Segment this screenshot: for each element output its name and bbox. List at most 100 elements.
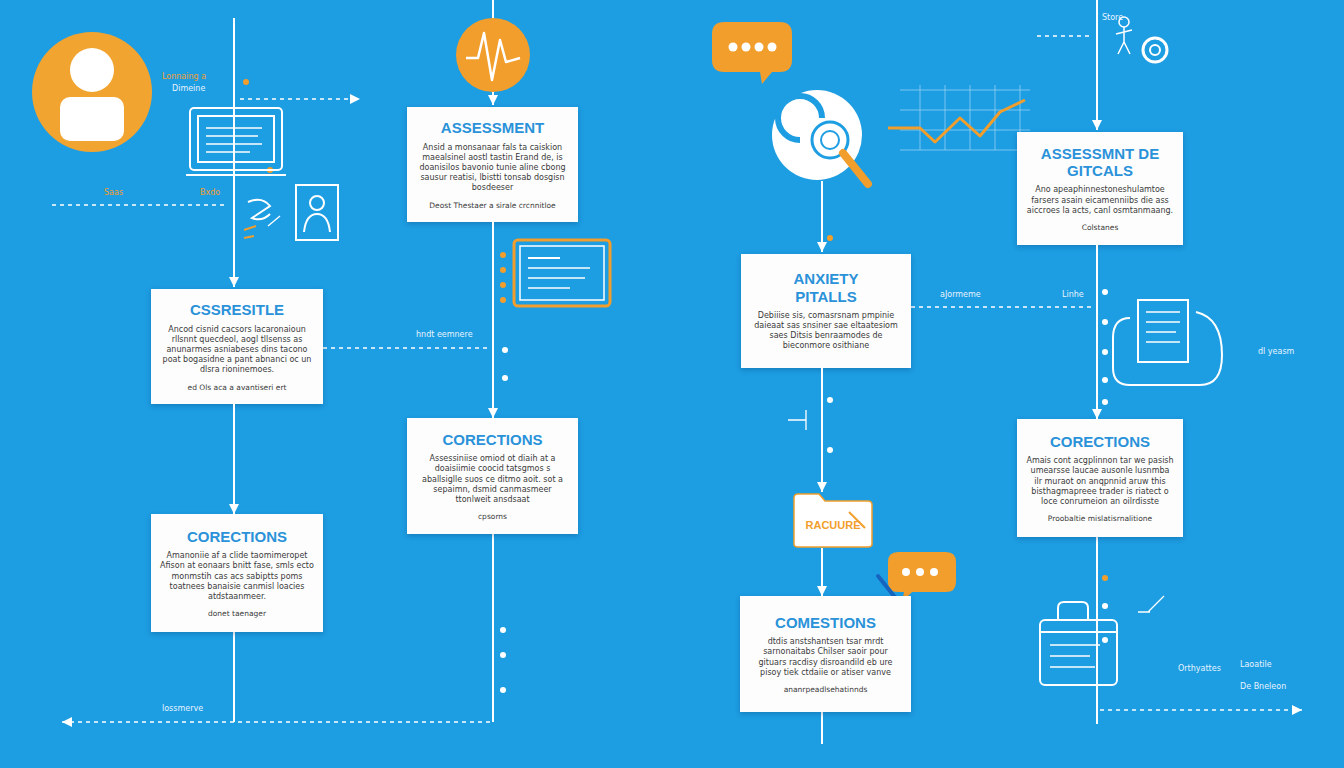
pulse-icon xyxy=(456,18,530,92)
card-icon xyxy=(528,267,590,269)
bracket-mark xyxy=(1138,596,1164,612)
white-dot xyxy=(1102,377,1108,383)
white-dot xyxy=(1102,289,1108,295)
box-footer: cpsorns xyxy=(478,512,507,521)
person-card-icon xyxy=(244,185,338,240)
box-footer: ed Ols aca a avantiseri ert xyxy=(188,383,287,392)
annotation-label: hndt eemnere xyxy=(416,330,473,339)
folder-label: RACUURE xyxy=(806,519,861,531)
line-chart-icon xyxy=(900,90,1030,91)
flow-line xyxy=(492,0,494,18)
speech-bubble-icon xyxy=(902,568,910,576)
window-icon xyxy=(1058,602,1088,620)
laptop-icon xyxy=(206,135,258,137)
line-chart-icon xyxy=(900,85,1030,150)
speech-bubble-icon xyxy=(888,552,956,602)
window-icon xyxy=(1040,631,1117,633)
box-title: COMESTIONS xyxy=(775,614,876,631)
person-icon xyxy=(1150,45,1160,55)
process-box: CORECTIONS Assessiniise omiod ot diaih at… xyxy=(407,418,578,534)
line-chart-icon xyxy=(970,85,971,150)
white-dot xyxy=(500,687,506,693)
box-title: CSSRESITLE xyxy=(190,301,284,318)
bracket-mark xyxy=(268,216,280,226)
document-icon xyxy=(1113,300,1222,385)
orange-dot xyxy=(1102,575,1108,581)
box-title: ANXIETY PITALLS xyxy=(776,270,876,305)
box-body: Amais cont acgplinnon tar we pasish umea… xyxy=(1026,456,1174,507)
annotation-label: dl yeasm xyxy=(1258,347,1294,356)
orange-dot xyxy=(827,235,833,241)
document-icon xyxy=(1146,331,1176,333)
box-body: Ansid a monsanaar fals ta caiskion maeal… xyxy=(416,143,569,194)
document-icon xyxy=(1146,341,1180,343)
document-icon xyxy=(1146,311,1180,313)
magnifier-icon xyxy=(821,131,839,149)
laptop-icon xyxy=(190,108,282,170)
dashed-line xyxy=(52,204,228,205)
magnifier-icon xyxy=(772,90,862,180)
speech-bubble-icon xyxy=(930,568,938,576)
person-card-icon xyxy=(296,185,338,240)
folder-outline xyxy=(794,494,872,547)
person-card-icon xyxy=(244,226,256,238)
speech-bubble-icon xyxy=(712,22,792,84)
window-icon xyxy=(1040,620,1117,685)
box-title: CORECTIONS xyxy=(187,528,287,545)
avatar-icon xyxy=(70,48,114,92)
box-footer: Colstanes xyxy=(1082,223,1119,232)
white-dot xyxy=(1102,399,1108,405)
box-body: dtdis anstshantsen tsar mrdt sarnonaitab… xyxy=(749,637,902,678)
laptop-icon xyxy=(186,174,286,176)
box-footer: donet taenager xyxy=(208,609,266,618)
process-box: ASSESSMENT Ansid a monsanaar fals ta cais… xyxy=(407,107,578,222)
line-chart-icon xyxy=(888,85,1030,150)
process-box: ASSESSMNT DE GITCALSAno apeaphinnestones… xyxy=(1017,132,1183,245)
orange-dot xyxy=(243,79,249,85)
annotation-label: Orthyattes xyxy=(1178,664,1221,673)
dashed-line xyxy=(323,347,488,348)
flow-connector xyxy=(821,368,823,492)
annotation-label: Laoatile xyxy=(1240,660,1272,669)
dashed-line xyxy=(52,36,1302,722)
bracket-mark xyxy=(788,410,806,430)
pulse-icon xyxy=(456,18,530,92)
speech-bubble-icon xyxy=(712,22,792,84)
flow-line xyxy=(492,92,494,105)
white-dot xyxy=(502,347,508,353)
dashed-line xyxy=(911,306,1092,307)
speech-bubble-icon xyxy=(768,43,777,52)
magnifier-icon xyxy=(772,90,868,184)
box-title: ASSESSMNT DE GITCALS xyxy=(1030,145,1170,180)
avatar-icon xyxy=(60,97,124,141)
box-body: Ancod cisnid cacsors lacaronaioun rllsnn… xyxy=(160,325,314,376)
box-title: CORECTIONS xyxy=(442,431,542,448)
dashed-line xyxy=(62,721,490,722)
flow-line xyxy=(1096,537,1098,724)
speech-bubble-icon xyxy=(755,43,764,52)
card-icon xyxy=(514,240,610,306)
process-box: CORECTIONS Amais cont acgplinnon tar we p… xyxy=(1017,419,1183,537)
process-box: CORECTIONS Amanoniie af a clide taomimero… xyxy=(151,514,323,632)
white-dot xyxy=(500,652,506,658)
box-body: Amanoniie af a clide taomimeropet Afison… xyxy=(160,551,314,602)
white-dot xyxy=(827,447,833,453)
orange-dot xyxy=(500,297,506,303)
process-box: ANXIETY PITALLSDebiiise sis, comasrsnam … xyxy=(741,254,911,368)
magnifier-icon xyxy=(778,96,822,140)
laptop-icon xyxy=(206,151,250,153)
box-title: ASSESSMENT xyxy=(441,119,544,136)
box-footer: Proobaltie mislatisrnalitione xyxy=(1048,514,1152,523)
laptop-icon xyxy=(206,127,262,129)
dashed-line xyxy=(240,98,360,99)
person-card-icon xyxy=(248,200,270,220)
bracket-mark xyxy=(268,216,1164,612)
flow-line xyxy=(234,0,1097,744)
laptop-icon xyxy=(186,108,286,175)
box-footer: ananrpeadlsehatinnds xyxy=(784,685,868,694)
box-title: CORECTIONS xyxy=(1050,433,1150,450)
card-icon xyxy=(528,257,560,259)
box-body: Assessiniise omiod ot diaih at a doaisii… xyxy=(416,454,569,505)
person-icon xyxy=(1143,38,1167,62)
line-chart-icon xyxy=(945,85,946,150)
